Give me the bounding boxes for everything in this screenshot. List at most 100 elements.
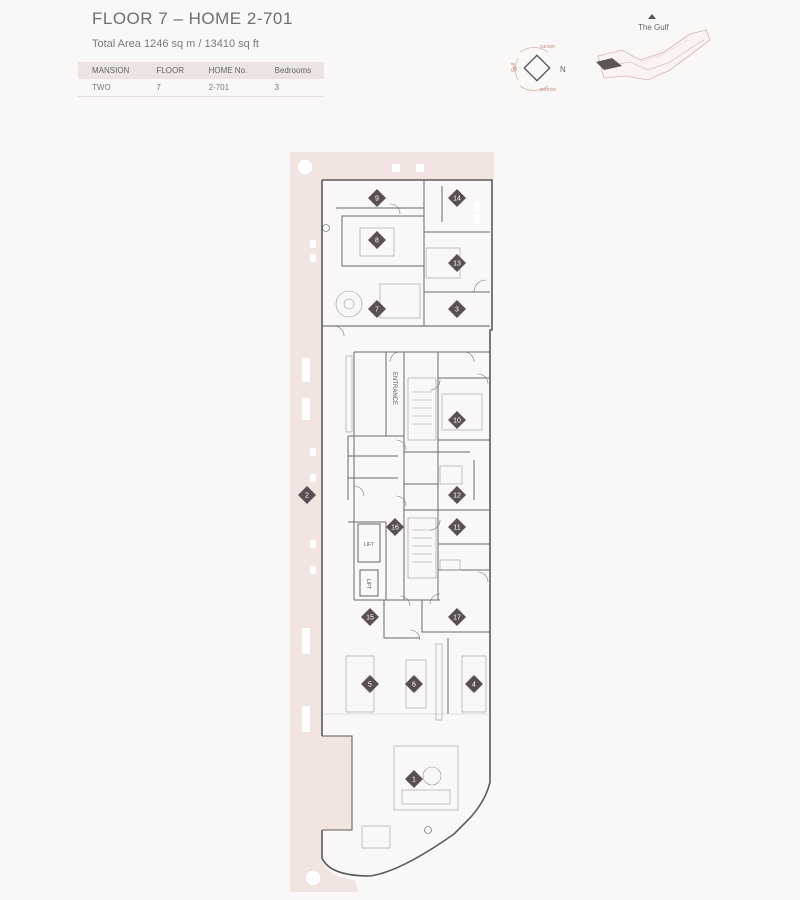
bed-8	[359, 227, 395, 257]
lift-1	[357, 523, 381, 563]
door-6	[477, 373, 489, 385]
furniture	[322, 224, 487, 849]
key-plan-inner-line	[609, 39, 705, 71]
room-marker-number: 12	[453, 493, 461, 500]
terrace-seat-4	[302, 706, 310, 732]
door-12	[399, 595, 411, 607]
room-marker-number: 17	[453, 615, 461, 622]
door-11	[477, 571, 489, 583]
sofa-4	[461, 655, 487, 713]
room-marker-diamond	[448, 411, 466, 429]
lift-label-1: LIFT	[364, 542, 374, 548]
sideboard	[435, 643, 443, 721]
room-marker-diamond	[368, 300, 386, 318]
room-marker-4: 4	[465, 675, 483, 693]
door-5	[463, 351, 475, 363]
room-marker-17: 17	[448, 608, 466, 626]
entrance-label: ENTRANCE	[391, 372, 397, 405]
terrace-stool-10	[474, 214, 480, 224]
room-marker-9: 9	[368, 189, 386, 207]
info-table-header-row: MANSION FLOOR HOME No. Bedrooms	[78, 62, 324, 79]
door-15	[353, 485, 365, 497]
room-marker-diamond	[298, 486, 316, 504]
door-2	[333, 325, 345, 337]
doors	[333, 203, 489, 641]
compass-north: N	[560, 65, 566, 74]
terrace-stool-5	[310, 540, 316, 548]
room-marker-3: 3	[448, 300, 466, 318]
room-marker-14: 14	[448, 189, 466, 207]
lounge-sofa	[401, 789, 451, 805]
outer-wall	[321, 179, 493, 877]
wall-17-enclosure	[421, 600, 490, 633]
exterior-walls	[321, 179, 493, 877]
column-2	[424, 826, 432, 834]
terrace-stool-7	[392, 164, 400, 172]
compass-diamond	[523, 54, 551, 82]
terrace-planter-top	[296, 158, 314, 176]
compass-dot	[513, 67, 517, 71]
terrace-seat-2	[302, 398, 310, 420]
room-marker-12: 12	[448, 486, 466, 504]
room-marker-6: 6	[405, 675, 423, 693]
room-marker-16: 16	[386, 518, 404, 536]
room-marker-number: 8	[375, 238, 379, 245]
room-marker-2: 2	[298, 486, 316, 504]
room-marker-number: 10	[453, 418, 461, 425]
key-plan-label: The Gulf	[638, 23, 669, 32]
room-marker-number: 15	[366, 615, 374, 622]
key-plan-highlight	[596, 58, 622, 70]
key-plan-outline	[597, 29, 711, 81]
room-marker-number: 6	[412, 682, 416, 689]
room-marker-number: 3	[455, 307, 459, 314]
room-marker-number: 13	[453, 261, 461, 268]
outdoor-table	[361, 825, 391, 849]
terrace-stool-9	[474, 202, 480, 212]
door-4	[389, 351, 401, 363]
compass-arc-top	[519, 47, 549, 53]
total-area: Total Area 1246 sq m / 13410 sq ft	[92, 38, 259, 50]
compass-sunset: sunset	[540, 44, 555, 50]
room-marker-diamond	[368, 189, 386, 207]
terrace-stool-2	[310, 254, 316, 262]
room-marker-number: 7	[375, 307, 379, 314]
room-marker-number: 9	[375, 196, 379, 203]
wall-15-enclosure	[383, 600, 420, 639]
compass-gulf: Gulf	[511, 62, 517, 72]
room-marker-number: 1	[412, 777, 416, 784]
terrace-seat-3	[302, 628, 310, 654]
terrace-wall	[322, 735, 353, 831]
room-marker-7: 7	[368, 300, 386, 318]
info-header-home-no: HOME No.	[194, 62, 261, 79]
bath-fixture-2	[439, 559, 461, 571]
terrace-band	[290, 152, 494, 892]
room-marker-diamond	[405, 675, 423, 693]
compass-arc-bottom	[519, 85, 549, 91]
info-header-mansion: MANSION	[78, 62, 143, 79]
bed-10	[441, 393, 483, 431]
room-marker-number: 2	[305, 493, 309, 500]
room-marker-number: 4	[472, 682, 476, 689]
room-marker-diamond	[448, 486, 466, 504]
door-3	[473, 279, 487, 293]
terrace-stool-1	[310, 240, 316, 248]
compass-sunrise: sunrise	[540, 87, 556, 93]
interior-walls	[322, 180, 490, 715]
lift-label-2: LIFT	[365, 579, 371, 589]
room-marker-diamond	[368, 231, 386, 249]
room-marker-15: 15	[361, 608, 379, 626]
room-marker-13: 13	[448, 254, 466, 272]
room-marker-1: 1	[405, 770, 423, 788]
compass: N sunset sunrise Gulf	[511, 44, 566, 93]
room-marker-diamond	[448, 189, 466, 207]
room-marker-5: 5	[361, 675, 379, 693]
bed-7	[379, 283, 421, 319]
lounge-1	[393, 745, 459, 811]
terrace-stool-4	[310, 474, 316, 482]
room-marker-number: 5	[368, 682, 372, 689]
page-title: FLOOR 7 – HOME 2-701	[92, 9, 293, 28]
room-marker-diamond	[465, 675, 483, 693]
lift-2	[359, 569, 379, 597]
gulf-arrow-icon	[648, 14, 656, 19]
